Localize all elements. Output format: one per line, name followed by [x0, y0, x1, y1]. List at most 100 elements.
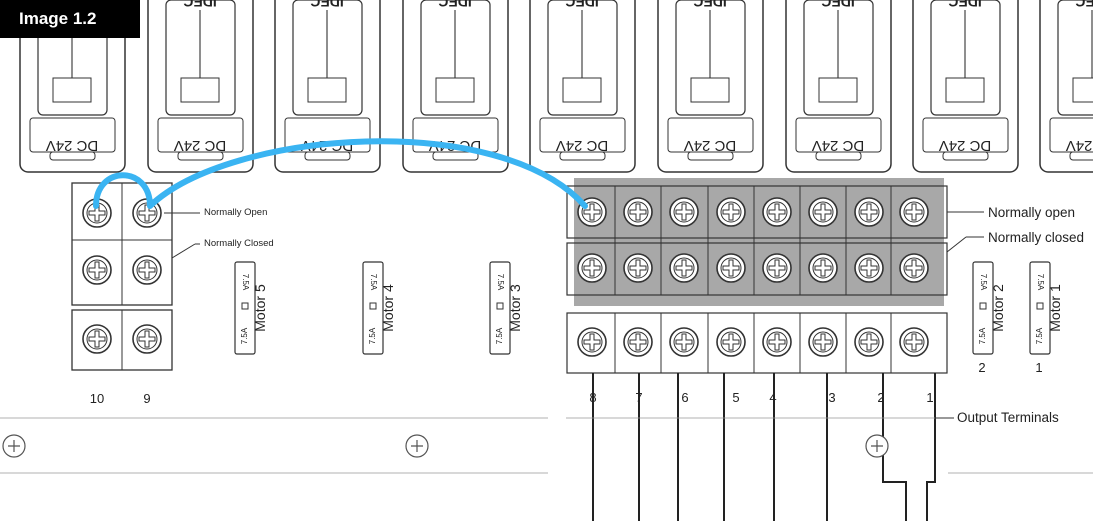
- relay-armature: [1072, 77, 1093, 103]
- relay-armature: [690, 77, 730, 103]
- fuse-rating: 7.5A: [369, 274, 378, 291]
- label-right-normally-open: Normally open: [988, 205, 1075, 220]
- left-terminal-number: 10: [90, 391, 104, 406]
- mounting-screw-slot: [411, 440, 423, 452]
- fuse-rating: 7.5A: [496, 274, 505, 291]
- right-screw-output: [762, 327, 792, 357]
- relay-brand: IDEC: [438, 0, 471, 10]
- fuse-motor-label: Motor 1: [1047, 284, 1063, 332]
- fuse-motor-label: Motor 5: [252, 284, 268, 332]
- relay-foot: [815, 151, 862, 161]
- relay-brand: IDEC: [821, 0, 854, 10]
- right-screw-open: [669, 197, 699, 227]
- relay-6: IDEC DC 24V: [657, 0, 764, 173]
- fuse-window: [1036, 302, 1044, 310]
- shaded-area: [574, 178, 944, 306]
- fuse-rating: 7.5A: [979, 274, 988, 291]
- right-screw-output: [577, 327, 607, 357]
- relay-2: IDEC DC 24V: [147, 0, 254, 173]
- relay-armature: [818, 77, 858, 103]
- relay-voltage-label: DC 24V: [556, 137, 609, 154]
- relay-foot: [177, 151, 224, 161]
- relay-armature: [562, 77, 602, 103]
- relay-brand: IDEC: [693, 0, 726, 10]
- left-screw-closed: [132, 255, 162, 285]
- leader-line: [946, 236, 967, 253]
- relay-voltage-label: DC 24V: [812, 137, 865, 154]
- left-screw-output: [82, 324, 112, 354]
- output-terminal-number: 1: [926, 390, 933, 405]
- right-screw-closed: [716, 253, 746, 283]
- right-screw-open: [623, 197, 653, 227]
- relay-foot: [1069, 151, 1093, 161]
- fuse-window: [369, 302, 377, 310]
- right-screw-closed: [762, 253, 792, 283]
- relay-5: IDEC DC 24V: [529, 0, 636, 173]
- right-screw-closed: [899, 253, 929, 283]
- right-screw-output: [854, 327, 884, 357]
- relay-foot: [687, 151, 734, 161]
- fuse-window: [979, 302, 987, 310]
- right-screw-open: [808, 197, 838, 227]
- right-screw-output: [899, 327, 929, 357]
- fuse-number: 1: [1035, 360, 1042, 375]
- mounting-screw-slot: [871, 440, 883, 452]
- right-terminal-block: 87654321: [566, 178, 984, 521]
- right-screw-output: [623, 327, 653, 357]
- label-output-terminals: Output Terminals: [957, 410, 1059, 425]
- output-terminal-number: 6: [681, 390, 688, 405]
- relay-foot: [432, 151, 479, 161]
- relay-armature: [52, 77, 92, 103]
- relay-foot: [49, 151, 96, 161]
- relay-brand: IDEC: [183, 0, 216, 10]
- relay-brand: IDEC: [565, 0, 598, 10]
- right-screw-closed: [808, 253, 838, 283]
- output-terminal-number: 5: [732, 390, 739, 405]
- leader-line: [171, 243, 196, 259]
- output-terminal-number: 2: [877, 390, 884, 405]
- relay-armature: [180, 77, 220, 103]
- relay-armature: [945, 77, 985, 103]
- fuse-window: [496, 302, 504, 310]
- right-screw-open: [899, 197, 929, 227]
- fuse-rating: 7.5A: [368, 327, 377, 344]
- relay-brand: IDEC: [948, 0, 981, 10]
- labels: Normally Open Normally Closed Normally o…: [204, 205, 1084, 425]
- fuse-window: [241, 302, 249, 310]
- right-screw-output: [808, 327, 838, 357]
- label-right-normally-closed: Normally closed: [988, 230, 1084, 245]
- relay-voltage-label: DC 24V: [684, 137, 737, 154]
- panel: [0, 417, 1093, 474]
- right-row-closed: [566, 242, 948, 296]
- relay-voltage-label: DC 24V: [174, 137, 227, 154]
- right-screw-open: [854, 197, 884, 227]
- left-screw-output: [132, 324, 162, 354]
- label-left-normally-open: Normally Open: [204, 207, 267, 218]
- relay-voltage-label: DC 24V: [46, 137, 99, 154]
- relay-foot: [559, 151, 606, 161]
- output-terminal-number: 3: [828, 390, 835, 405]
- right-screw-open: [762, 197, 792, 227]
- left-terminal-number: 9: [143, 391, 150, 406]
- label-left-normally-closed: Normally Closed: [204, 238, 274, 249]
- fuse-rating: 7.5A: [978, 327, 987, 344]
- left-screw-closed: [82, 255, 112, 285]
- relay-armature: [307, 77, 347, 103]
- right-screw-closed: [854, 253, 884, 283]
- right-screw-closed: [577, 253, 607, 283]
- jumper-wire: [93, 138, 588, 209]
- fuse-rating: 7.5A: [495, 327, 504, 344]
- relay-brand: IDEC: [310, 0, 343, 10]
- fuse-rating: 7.5A: [1036, 274, 1045, 291]
- relay-brand: IDEC: [1075, 0, 1093, 10]
- output-wire: [926, 373, 936, 521]
- output-wire: [882, 373, 907, 521]
- right-screw-closed: [669, 253, 699, 283]
- fuse-number: 2: [978, 360, 985, 375]
- mounting-screw-slot: [8, 440, 20, 452]
